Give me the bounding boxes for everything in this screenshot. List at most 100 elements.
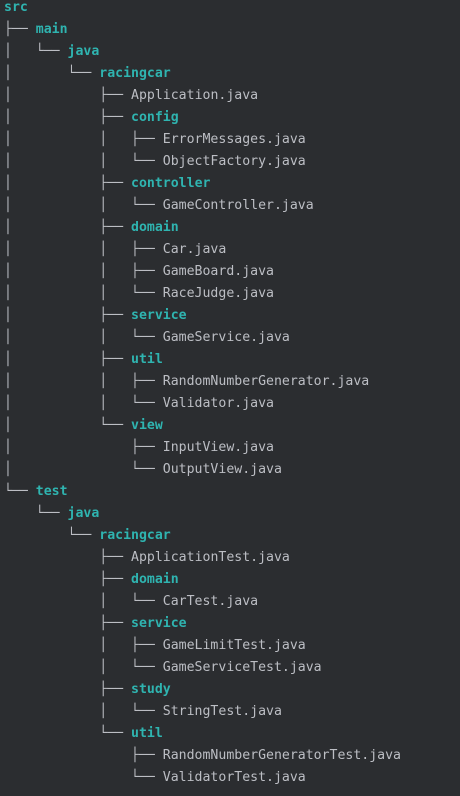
- tree-connector: │ └──: [4, 418, 132, 433]
- tree-connector: │ ├──: [4, 638, 163, 653]
- folder-name: controller: [131, 176, 211, 191]
- folder-name: service: [131, 616, 187, 631]
- folder-name: service: [131, 308, 187, 323]
- tree-connector: │ ├──: [4, 176, 132, 191]
- tree-file-row[interactable]: │ └── StringTest.java: [4, 701, 282, 723]
- folder-name: java: [67, 506, 100, 521]
- folder-name: domain: [131, 572, 179, 587]
- tree-folder-row[interactable]: │ └── racingcar: [4, 63, 171, 85]
- file-name: RandomNumberGeneratorTest.java: [162, 748, 401, 763]
- tree-connector: │ ├──: [4, 440, 163, 455]
- tree-file-row[interactable]: │ │ └── RaceJudge.java: [4, 283, 274, 305]
- tree-connector: │ └──: [4, 44, 68, 59]
- file-name: OutputView.java: [162, 462, 282, 477]
- tree-connector: │ │ ├──: [4, 242, 163, 257]
- file-name: GameService.java: [162, 330, 290, 345]
- tree-file-row[interactable]: │ ├── InputView.java: [4, 437, 274, 459]
- tree-file-row[interactable]: │ │ ├── RandomNumberGenerator.java: [4, 371, 369, 393]
- tree-connector: │ │ └──: [4, 396, 163, 411]
- tree-connector: │ ├──: [4, 110, 132, 125]
- tree-folder-row[interactable]: ├── main: [4, 19, 68, 41]
- tree-file-row[interactable]: │ └── CarTest.java: [4, 591, 258, 613]
- file-name: ApplicationTest.java: [131, 550, 290, 565]
- tree-connector: │ │ └──: [4, 286, 163, 301]
- tree-connector: ├──: [4, 616, 132, 631]
- file-name: GameLimitTest.java: [162, 638, 306, 653]
- tree-connector: │ │ ├──: [4, 374, 163, 389]
- tree-connector: └──: [4, 770, 163, 785]
- file-name: GameBoard.java: [162, 264, 274, 279]
- tree-connector: │ │ └──: [4, 330, 163, 345]
- tree-folder-row[interactable]: └── java: [4, 503, 100, 525]
- tree-folder-row[interactable]: └── util: [4, 723, 163, 745]
- tree-connector: │ ├──: [4, 352, 132, 367]
- tree-folder-row[interactable]: │ ├── util: [4, 349, 163, 371]
- tree-connector: │ │ ├──: [4, 132, 163, 147]
- tree-connector: └──: [4, 484, 36, 499]
- tree-file-row[interactable]: │ ├── GameLimitTest.java: [4, 635, 306, 657]
- tree-file-row[interactable]: ├── ApplicationTest.java: [4, 547, 290, 569]
- file-name: ObjectFactory.java: [162, 154, 306, 169]
- tree-file-row[interactable]: └── ValidatorTest.java: [4, 767, 306, 789]
- tree-connector: │ └──: [4, 594, 163, 609]
- file-name: Car.java: [162, 242, 227, 257]
- tree-folder-row[interactable]: └── test: [4, 481, 68, 503]
- tree-connector: │ └──: [4, 462, 163, 477]
- file-name: InputView.java: [162, 440, 274, 455]
- tree-folder-row[interactable]: └── racingcar: [4, 525, 171, 547]
- tree-file-row[interactable]: │ │ ├── Car.java: [4, 239, 226, 261]
- file-name: Application.java: [131, 88, 259, 103]
- tree-file-row[interactable]: │ │ ├── ErrorMessages.java: [4, 129, 306, 151]
- folder-name: java: [67, 44, 100, 59]
- tree-file-row[interactable]: │ └── OutputView.java: [4, 459, 282, 481]
- tree-file-row[interactable]: │ │ └── ObjectFactory.java: [4, 151, 306, 173]
- folder-name: racingcar: [99, 528, 171, 543]
- tree-folder-row[interactable]: │ ├── config: [4, 107, 179, 129]
- tree-file-row[interactable]: │ ├── Application.java: [4, 85, 258, 107]
- tree-connector: └──: [4, 528, 100, 543]
- tree-file-row[interactable]: │ │ └── Validator.java: [4, 393, 274, 415]
- tree-folder-row[interactable]: ├── study: [4, 679, 171, 701]
- tree-folder-row[interactable]: │ └── java: [4, 41, 99, 63]
- tree-connector: │ └──: [4, 660, 163, 675]
- folder-name: test: [35, 484, 68, 499]
- tree-connector: │ └──: [4, 66, 100, 81]
- folder-name: racingcar: [99, 66, 171, 81]
- tree-folder-row[interactable]: ├── service: [4, 613, 187, 635]
- folder-name: view: [131, 418, 163, 433]
- tree-folder-row[interactable]: │ ├── domain: [4, 217, 179, 239]
- tree-file-row[interactable]: │ │ └── GameService.java: [4, 327, 290, 349]
- tree-folder-row[interactable]: │ ├── controller: [4, 173, 210, 195]
- tree-connector: ├──: [4, 550, 132, 565]
- tree-connector: ├──: [4, 682, 132, 697]
- file-name: Validator.java: [162, 396, 274, 411]
- file-name: RandomNumberGenerator.java: [162, 374, 370, 389]
- tree-connector: │ │ └──: [4, 154, 163, 169]
- folder-name: study: [131, 682, 171, 697]
- file-name: ValidatorTest.java: [162, 770, 306, 785]
- tree-folder-row[interactable]: │ ├── service: [4, 305, 187, 327]
- tree-folder-row[interactable]: src: [4, 0, 28, 19]
- tree-connector: ├──: [4, 748, 163, 763]
- tree-file-row[interactable]: │ └── GameServiceTest.java: [4, 657, 322, 679]
- folder-name: util: [131, 352, 163, 367]
- tree-connector: │ │ └──: [4, 198, 163, 213]
- tree-connector: └──: [4, 726, 132, 741]
- tree-connector: │ ├──: [4, 308, 132, 323]
- tree-connector: ├──: [4, 22, 36, 37]
- tree-connector: │ ├──: [4, 220, 132, 235]
- tree-file-row[interactable]: ├── RandomNumberGeneratorTest.java: [4, 745, 401, 767]
- folder-name: main: [35, 22, 68, 37]
- tree-folder-row[interactable]: ├── domain: [4, 569, 179, 591]
- tree-file-row[interactable]: │ │ └── GameController.java: [4, 195, 314, 217]
- folder-name: src: [4, 0, 28, 15]
- tree-folder-row[interactable]: │ └── view: [4, 415, 163, 437]
- tree-file-row[interactable]: │ │ ├── GameBoard.java: [4, 261, 274, 283]
- file-name: ErrorMessages.java: [162, 132, 306, 147]
- tree-connector: └──: [4, 506, 68, 521]
- folder-name: util: [131, 726, 163, 741]
- file-name: GameController.java: [162, 198, 314, 213]
- file-name: GameServiceTest.java: [162, 660, 322, 675]
- tree-connector: ├──: [4, 572, 132, 587]
